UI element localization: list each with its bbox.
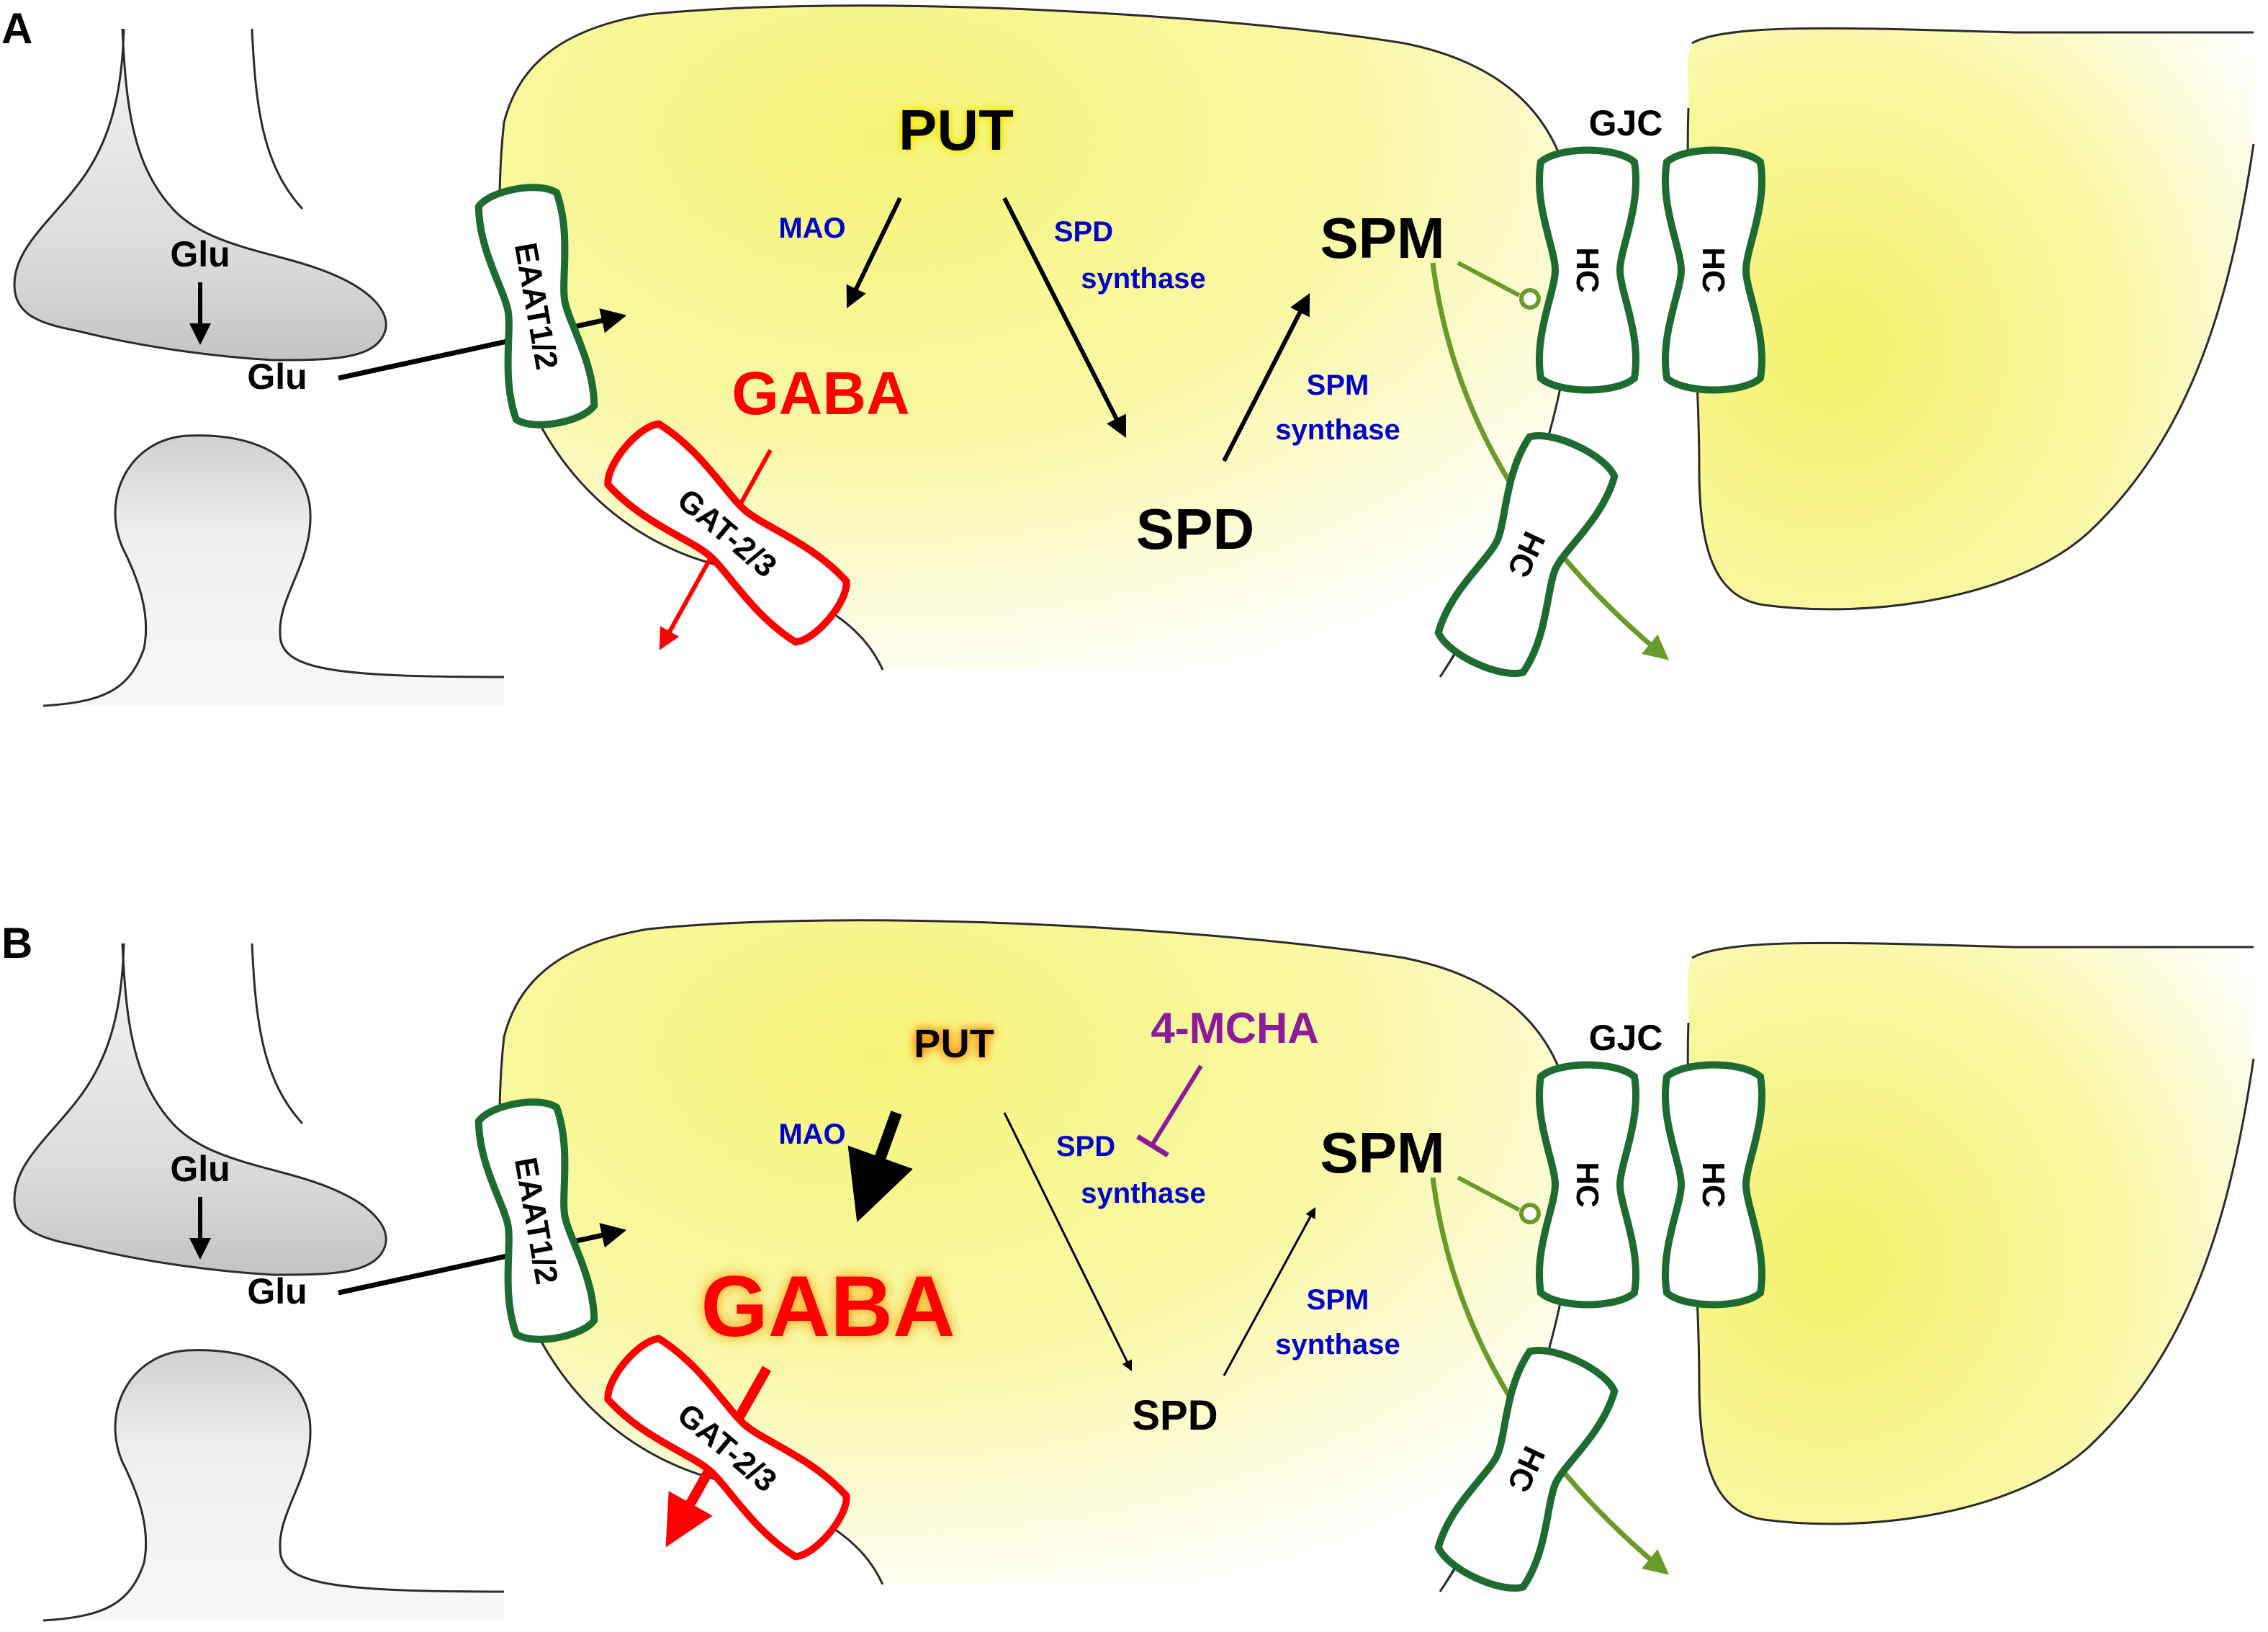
glu-presynaptic-label: Glu — [170, 234, 230, 274]
spm-label: SPM — [1320, 206, 1444, 270]
glu-cleft-label: Glu — [247, 357, 307, 397]
hemichannel-left: HC — [1535, 146, 1640, 394]
inhibitor-bar — [1136, 1134, 1169, 1157]
hc-label: HC — [1696, 247, 1731, 293]
inhibitor-line — [1150, 1064, 1203, 1147]
spm-release-arrow — [1430, 1177, 1670, 1575]
postsynaptic-neuron — [43, 1350, 504, 1620]
astrocyte — [498, 4, 1577, 678]
spm-synthase-label-2: synthase — [1275, 1329, 1400, 1360]
hc-label: HC — [1696, 1162, 1731, 1208]
eaat-transporter: EAAT1/2 — [474, 184, 598, 429]
panel-letter: B — [1, 919, 32, 967]
hemichannel-left: HC — [1535, 1061, 1640, 1309]
spd-to-spm-arrow — [1222, 292, 1310, 462]
mao-label: MAO — [778, 212, 845, 244]
spm-block-line — [1457, 1175, 1521, 1212]
glu-cleft-label: Glu — [247, 1271, 307, 1312]
spm-label: SPM — [1320, 1121, 1444, 1185]
spd-synthase-label-1: SPD — [1056, 1131, 1115, 1162]
hc-label: HC — [1570, 247, 1605, 293]
inhibitor-label: 4-MCHA — [1151, 1004, 1318, 1052]
spm-synthase-label-1: SPM — [1307, 1284, 1369, 1316]
spm-synthase-label-2: synthase — [1275, 414, 1400, 446]
panel-letter: A — [1, 4, 32, 53]
gjc-label: GJC — [1589, 103, 1663, 143]
put-to-spd-arrow — [1003, 1112, 1133, 1372]
spd-label: SPD — [1132, 1392, 1218, 1439]
postsynaptic-neuron — [43, 435, 504, 706]
spm-block-end — [1519, 1203, 1541, 1224]
spd-synthase-label-2: synthase — [1081, 263, 1205, 295]
presynaptic-terminal — [13, 28, 387, 362]
spm-synthase-label-1: SPM — [1307, 369, 1369, 401]
put-label: PUT — [914, 1021, 994, 1066]
hemichannel-membrane: HC — [1434, 432, 1619, 677]
put-to-gaba-arrow — [846, 197, 902, 309]
spd-to-spm-arrow — [1223, 1207, 1316, 1376]
neighbor-astrocyte — [1688, 28, 2254, 609]
put-label: PUT — [899, 98, 1014, 162]
gjc-label: GJC — [1589, 1018, 1663, 1058]
hemichannel-right: HC — [1661, 146, 1766, 394]
mao-label: MAO — [778, 1118, 845, 1150]
hemichannel-right: HC — [1661, 1061, 1766, 1309]
panel-a: A Glu Glu EAAT1/2 PUT MAO GABA — [1, 4, 2255, 707]
presynaptic-terminal — [13, 943, 387, 1276]
gaba-label: GABA — [732, 359, 909, 427]
spd-label: SPD — [1136, 497, 1255, 561]
put-to-spd-arrow — [1002, 197, 1127, 439]
spd-synthase-label-1: SPD — [1054, 216, 1113, 248]
gaba-label: GABA — [701, 1258, 955, 1355]
put-to-gaba-arrow — [847, 1111, 913, 1223]
panel-b: B Glu Glu EAAT1/2 PUT MAO GABA GAT-2/3 — [1, 919, 2255, 1622]
spm-block-line — [1457, 261, 1521, 297]
astrocyte — [498, 919, 1577, 1593]
hc-label: HC — [1570, 1162, 1605, 1208]
spm-release-arrow — [1430, 262, 1670, 660]
eaat-transporter: EAAT1/2 — [474, 1098, 598, 1343]
spd-synthase-label-2: synthase — [1081, 1178, 1205, 1209]
hemichannel-membrane: HC — [1434, 1347, 1619, 1592]
neighbor-astrocyte — [1688, 943, 2254, 1524]
glu-presynaptic-label: Glu — [170, 1149, 230, 1189]
spm-block-end — [1519, 288, 1541, 310]
